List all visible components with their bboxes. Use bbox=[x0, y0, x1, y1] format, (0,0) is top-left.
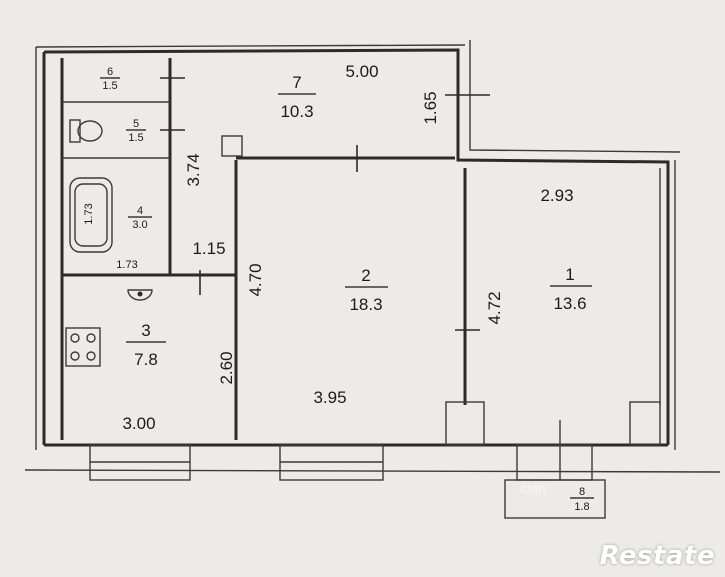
room-4-area: 3.0 bbox=[132, 219, 147, 231]
dim-room2-depth: 4.70 bbox=[246, 263, 265, 296]
room-4: 4 3.0 bbox=[128, 205, 152, 231]
balcony bbox=[504, 420, 606, 519]
room-7-area: 10.3 bbox=[280, 102, 313, 121]
dim-corridor-width: 1.65 bbox=[421, 91, 440, 124]
room-6: 6 1.5 bbox=[100, 66, 120, 92]
room-8-number: 8 bbox=[579, 486, 585, 498]
room-5-area: 1.5 bbox=[128, 132, 143, 144]
dim-room2-width: 3.95 bbox=[313, 388, 346, 407]
dim-passage: 1.15 bbox=[192, 239, 225, 258]
windows bbox=[24, 401, 721, 481]
room-7: 7 10.3 bbox=[278, 73, 316, 121]
dim-corridor-length: 5.00 bbox=[345, 62, 378, 81]
toilet-icon bbox=[69, 119, 103, 143]
room-7-number: 7 bbox=[292, 73, 301, 92]
room-2: 2 18.3 bbox=[345, 266, 388, 314]
room-5-number: 5 bbox=[133, 118, 139, 130]
room-3: 3 7.8 bbox=[126, 321, 166, 369]
room-8-area: 1.8 bbox=[574, 501, 589, 513]
dim-bath-width: 1.73 bbox=[116, 259, 137, 271]
room-8: 8 1.8 bbox=[570, 486, 594, 513]
dim-room1-width: 2.93 bbox=[540, 186, 573, 205]
room-1-number: 1 bbox=[565, 265, 574, 284]
room-6-area: 1.5 bbox=[102, 80, 117, 92]
room-3-number: 3 bbox=[141, 321, 150, 340]
room-4-number: 4 bbox=[137, 205, 143, 217]
dim-bath-length: 1.73 bbox=[83, 203, 95, 224]
bathtub-icon bbox=[69, 177, 113, 253]
room-2-number: 2 bbox=[361, 266, 370, 285]
dimension-labels: 5.00 1.65 3.74 1.73 1.73 1.15 4.70 3.95 … bbox=[83, 62, 574, 433]
stove-icon bbox=[65, 327, 101, 367]
room-3-area: 7.8 bbox=[134, 350, 158, 369]
room-2-area: 18.3 bbox=[349, 295, 382, 314]
dim-kitchen-width: 3.00 bbox=[122, 414, 155, 433]
sink-icon bbox=[127, 289, 153, 301]
room-1: 1 13.6 bbox=[550, 265, 592, 313]
room-1-area: 13.6 bbox=[553, 294, 586, 313]
dim-wc-column: 3.74 bbox=[184, 153, 203, 186]
dim-room1-depth: 4.72 bbox=[485, 291, 504, 324]
watermark: cian bbox=[520, 480, 546, 496]
dimension-ticks bbox=[160, 77, 490, 331]
partition-walls bbox=[60, 58, 661, 440]
dim-kitchen-depth: 2.60 bbox=[217, 351, 236, 384]
room-5: 5 1.5 bbox=[126, 118, 146, 144]
room-6-number: 6 bbox=[107, 66, 113, 78]
brand-logo: Restate bbox=[599, 541, 715, 571]
